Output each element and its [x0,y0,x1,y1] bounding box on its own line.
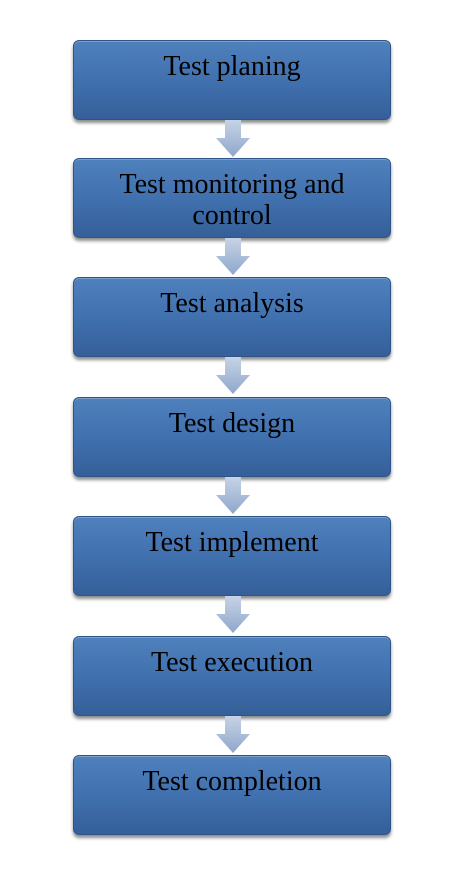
step-test-monitoring-and-control: Test monitoring and control [73,158,391,238]
step-label: Test execution [150,647,314,678]
arrow-down-icon [216,477,250,515]
arrow-down-icon [216,596,250,634]
step-label: Test monitoring and control [119,169,345,231]
arrow-down-icon [216,238,250,276]
arrow-down-icon [216,120,250,158]
step-test-planning: Test planing [73,40,391,120]
step-test-execution: Test execution [73,636,391,716]
step-test-implement: Test implement [73,516,391,596]
step-test-completion: Test completion [73,755,391,835]
step-test-analysis: Test analysis [73,277,391,357]
step-label: Test implement [145,527,319,558]
arrow-down-icon [216,716,250,754]
step-label: Test completion [142,766,322,797]
step-label: Test design [168,408,296,439]
arrow-down-icon [216,357,250,395]
step-label: Test analysis [160,288,304,319]
step-label: Test planing [163,51,301,82]
step-test-design: Test design [73,397,391,477]
